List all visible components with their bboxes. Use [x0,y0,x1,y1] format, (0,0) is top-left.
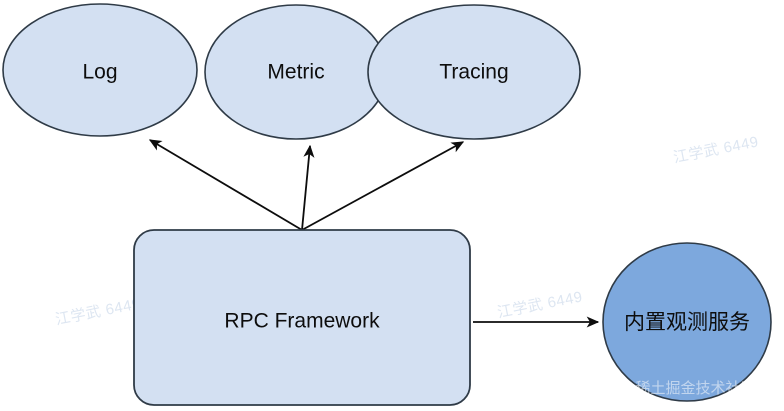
edge-rpc-to-metric [301,144,315,231]
node-metric[interactable]: Metric [204,4,388,140]
node-builtin-observability[interactable]: 内置观测服务 @稀土掘金技术社区 [602,242,772,402]
edge-rpc-to-log [148,139,303,231]
node-rpc-framework-label: RPC Framework [224,310,380,333]
node-builtin-observability-shape[interactable] [602,242,772,402]
watermark-tile: 江学武 6449 [496,288,584,321]
node-builtin-observability-label: 内置观测服务 [624,310,750,334]
node-rpc-framework-shape[interactable] [133,229,471,406]
node-metric-label: Metric [267,61,324,84]
node-rpc-framework[interactable]: RPC Framework [133,229,471,406]
node-tracing-shape[interactable] [367,4,581,140]
node-log-label: Log [82,61,117,84]
node-tracing-label: Tracing [439,61,508,84]
node-log[interactable]: Log [2,3,198,137]
node-log-shape[interactable] [2,3,198,137]
node-tracing[interactable]: Tracing [367,4,581,140]
watermark-corner: @稀土掘金技术社区 [620,379,755,397]
watermark-tile: 江学武 6449 [672,133,760,166]
watermark-tile: 江学武 6449 [54,295,142,328]
edge-rpc-to-tracing [301,141,465,231]
edge-layer [148,139,600,328]
